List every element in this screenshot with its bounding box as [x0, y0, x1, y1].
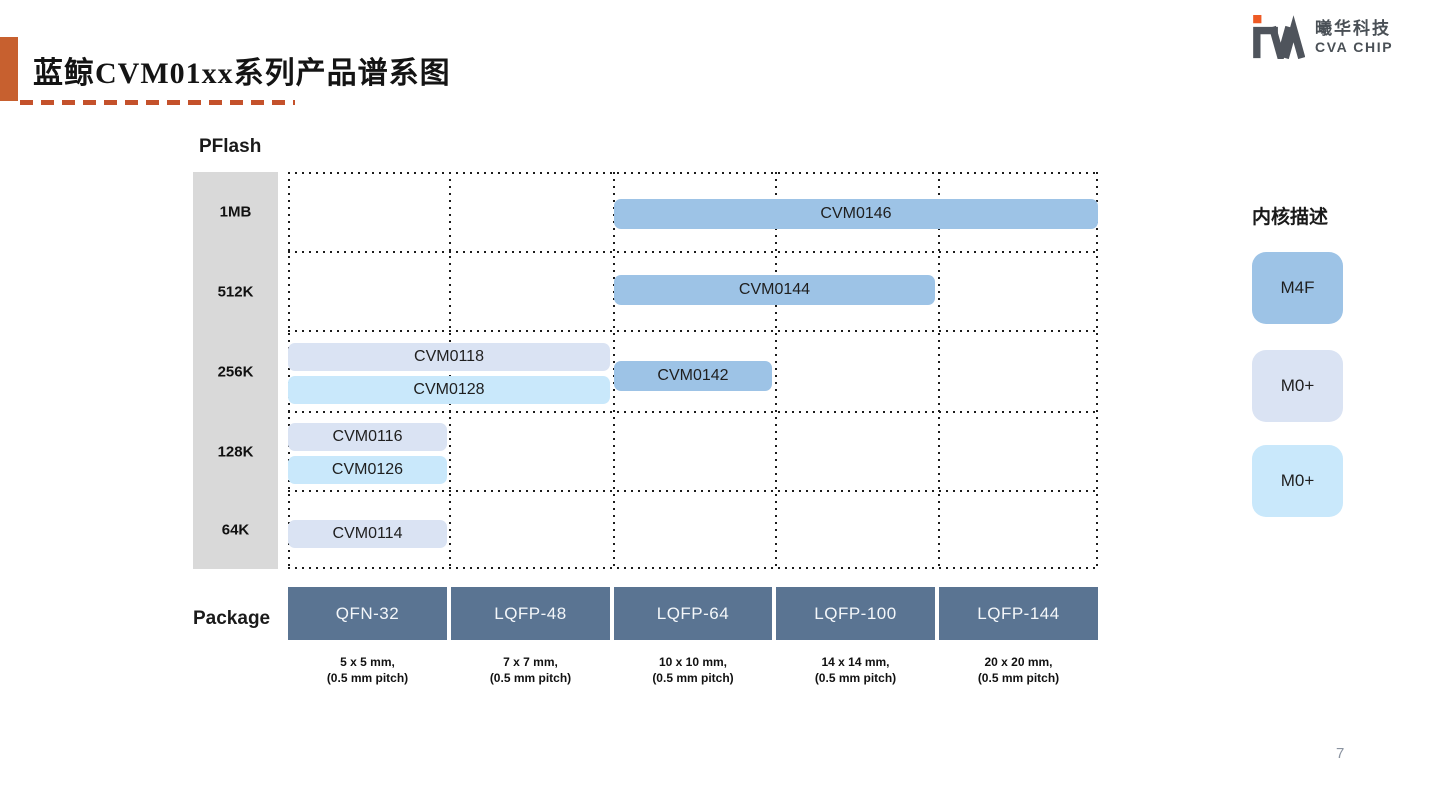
package-size-label: 10 x 10 mm,(0.5 mm pitch) [652, 655, 734, 686]
grid-line-vertical [1096, 172, 1098, 569]
package-header: QFN-32 [288, 587, 447, 640]
package-header: LQFP-100 [776, 587, 935, 640]
package-size-label: 20 x 20 mm,(0.5 mm pitch) [977, 655, 1060, 686]
product-bar: CVM0126 [288, 456, 447, 484]
product-bar: CVM0128 [288, 376, 610, 404]
product-bar: CVM0144 [614, 275, 935, 305]
y-axis-title: PFlash [199, 136, 262, 157]
flash-size-label: 64K [221, 521, 250, 539]
flash-size-label: 512K [217, 283, 254, 301]
legend-core-item: M0+ [1252, 350, 1343, 422]
product-bar: CVM0146 [614, 199, 1098, 229]
grid-line-horizontal [288, 490, 1098, 492]
logo-company-name-cn: 曦华科技 [1315, 19, 1391, 39]
logo-text: 曦华科技 CVA CHIP [1315, 19, 1393, 55]
package-size-label: 14 x 14 mm,(0.5 mm pitch) [814, 655, 897, 686]
flash-size-label: 1MB [219, 203, 252, 221]
grid-line-vertical [775, 172, 777, 569]
grid-line-horizontal [288, 330, 1098, 332]
flash-size-label: 128K [217, 443, 254, 461]
legend-core-item: M0+ [1252, 445, 1343, 517]
product-bar: CVM0116 [288, 423, 447, 451]
company-logo: 曦华科技 CVA CHIP [1249, 15, 1393, 59]
x-axis-title: Package [193, 608, 271, 629]
package-header: LQFP-144 [939, 587, 1098, 640]
logo-company-name-en: CVA CHIP [1315, 38, 1394, 55]
page-number: 7 [1336, 745, 1345, 762]
product-bar: CVM0142 [614, 361, 772, 391]
legend-core-item: M4F [1252, 252, 1343, 324]
legend-title: 内核描述 [1252, 207, 1329, 228]
page-title: 蓝鲸CVM01xx系列产品谱系图 [33, 57, 451, 90]
flash-size-axis: 1MB 512K 256K 128K 64K [193, 172, 278, 569]
package-header: LQFP-64 [614, 587, 772, 640]
cva-logo-icon [1253, 15, 1305, 59]
product-bar: CVM0114 [288, 520, 447, 548]
package-size-label: 5 x 5 mm,(0.5 mm pitch) [326, 655, 409, 686]
title-accent-bar [0, 37, 18, 101]
flash-size-label: 256K [217, 363, 254, 381]
grid-line-horizontal [288, 411, 1098, 413]
grid-line-horizontal [288, 567, 1098, 569]
package-size-label: 7 x 7 mm,(0.5 mm pitch) [489, 655, 572, 686]
grid-line-horizontal [288, 172, 1098, 174]
title-dashed-underline [20, 100, 295, 105]
product-bar: CVM0118 [288, 343, 610, 371]
grid-line-vertical [288, 172, 290, 569]
package-header: LQFP-48 [451, 587, 610, 640]
grid-line-horizontal [288, 251, 1098, 253]
grid-line-vertical [938, 172, 940, 569]
